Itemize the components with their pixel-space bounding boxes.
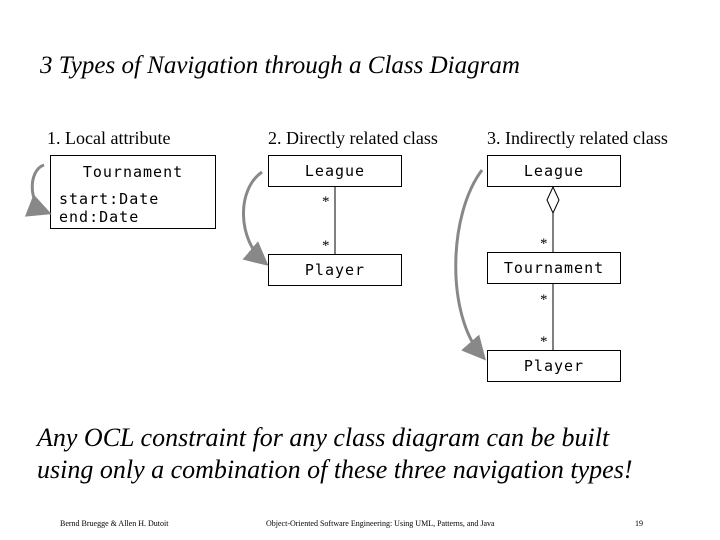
statement-line-2: using only a combination of these three … xyxy=(37,455,633,484)
aggregation-diamond xyxy=(546,185,560,215)
indirect-league-class-name: League xyxy=(523,162,585,180)
multiplicity-tournament-bottom: * xyxy=(540,292,548,308)
tournament-class-box: Tournament start:Date end:Date xyxy=(50,155,216,229)
column-heading-indirectly-related: 3. Indirectly related class xyxy=(487,128,668,148)
column-heading-local-attribute: 1. Local attribute xyxy=(47,128,171,148)
league-class-name: League xyxy=(304,162,366,180)
attribute-start: start:Date xyxy=(59,189,160,208)
attribute-end: end:Date xyxy=(59,207,140,226)
indirect-tournament-class-box: Tournament xyxy=(487,252,621,284)
column-heading-directly-related: 2. Directly related class xyxy=(268,128,438,148)
footer-page-number: 19 xyxy=(635,519,643,528)
local-attribute-navigation-arrow xyxy=(24,163,52,217)
league-class-box: League xyxy=(268,155,402,187)
indirect-player-class-name: Player xyxy=(523,357,585,375)
multiplicity-tournament-top: * xyxy=(540,236,548,252)
tournament-attributes: start:Date end:Date xyxy=(51,187,215,228)
indirect-navigation-arrow xyxy=(454,169,486,361)
multiplicity-player-bottom: * xyxy=(540,334,548,350)
multiplicity-league-end: * xyxy=(322,194,330,210)
indirect-league-class-box: League xyxy=(487,155,621,187)
direct-navigation-arrow xyxy=(242,170,269,266)
footer-book-title: Object-Oriented Software Engineering: Us… xyxy=(266,519,495,528)
indirect-tournament-class-name: Tournament xyxy=(503,259,605,277)
statement-line-1: Any OCL constraint for any class diagram… xyxy=(37,423,610,452)
player-class-name: Player xyxy=(304,261,366,279)
slide-title: 3 Types of Navigation through a Class Di… xyxy=(40,52,520,79)
indirect-player-class-box: Player xyxy=(487,350,621,382)
tournament-class-name: Tournament xyxy=(82,162,184,181)
multiplicity-player-end: * xyxy=(322,238,330,254)
player-class-box: Player xyxy=(268,254,402,286)
footer-authors: Bernd Bruegge & Allen H. Dutoit xyxy=(60,519,169,528)
